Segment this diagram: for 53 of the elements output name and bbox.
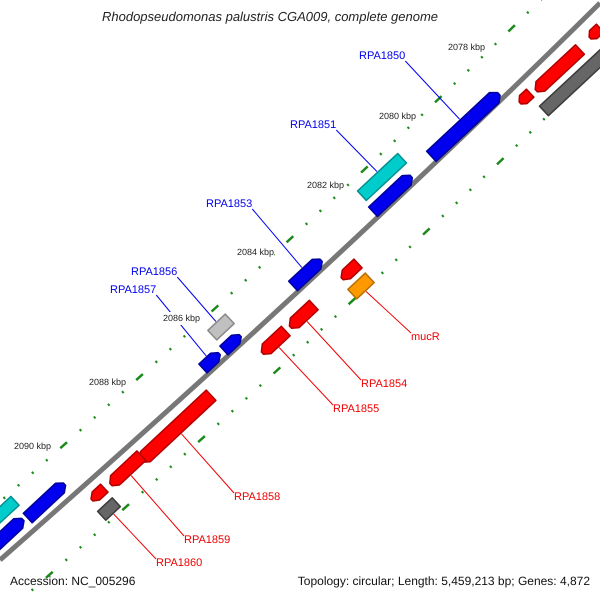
gene-label: mucR (411, 331, 440, 344)
gene-feature (139, 389, 217, 464)
gene-feature (340, 258, 363, 281)
gene-feature (207, 313, 235, 341)
gene-label: RPA1851 (290, 119, 336, 132)
gene-feature (219, 334, 242, 356)
gene-feature (356, 152, 408, 202)
leader-line (404, 60, 460, 120)
gene-feature (534, 44, 586, 93)
gene-label: RPA1860 (156, 557, 202, 570)
leader-line (306, 320, 362, 380)
footer-text: Accession: NC_005296 (10, 575, 136, 588)
gene-label: RPA1858 (234, 491, 280, 504)
tick-label: 2088 kbp (89, 376, 126, 389)
gene-label: RPA1857 (110, 284, 156, 297)
gene-feature (22, 482, 66, 524)
leader-line (252, 208, 302, 268)
tick-label: 2084 kbp (237, 246, 274, 259)
gene-feature (347, 272, 375, 300)
footer-text: Topology: circular; Length: 5,459,213 bp; Genes: 4,872 (298, 575, 590, 588)
gene-label: RPA1850 (359, 50, 406, 63)
leader-line (366, 290, 412, 334)
leader-line (180, 433, 234, 494)
tick-label: 2078 kbp (448, 41, 486, 54)
tick-label: 2080 kbp (379, 110, 416, 123)
tick-label: 2082 kbp (307, 179, 344, 192)
tick-label: 2090 kbp (14, 440, 52, 453)
gene-feature (0, 518, 25, 552)
gene-feature (368, 174, 414, 218)
leader-line (336, 130, 378, 172)
gene-feature (90, 483, 109, 502)
gene-label: RPA1855 (333, 403, 380, 416)
gene-feature (96, 497, 122, 521)
gene-feature (260, 326, 291, 356)
gene-feature (288, 258, 323, 292)
gene-feature (588, 23, 600, 40)
gene-feature (288, 300, 319, 330)
gene-feature (518, 88, 535, 105)
title: Rhodopseudomonas palustris CGA009, complete genome (102, 10, 438, 23)
gene-feature (109, 450, 147, 486)
leader-line (176, 276, 216, 322)
gene-feature (426, 92, 501, 162)
tick-label: 2086 kbp (163, 312, 200, 325)
leader-line (113, 514, 156, 560)
leader-line (130, 474, 184, 536)
leader-line (278, 346, 334, 406)
gene-feature (0, 496, 20, 526)
gene-label: RPA1854 (361, 378, 408, 391)
gene-label: RPA1859 (184, 534, 230, 547)
gene-feature (538, 48, 600, 116)
gene-label: RPA1853 (206, 198, 252, 211)
gene-label: RPA1856 (131, 266, 178, 279)
gene-feature (198, 352, 222, 374)
